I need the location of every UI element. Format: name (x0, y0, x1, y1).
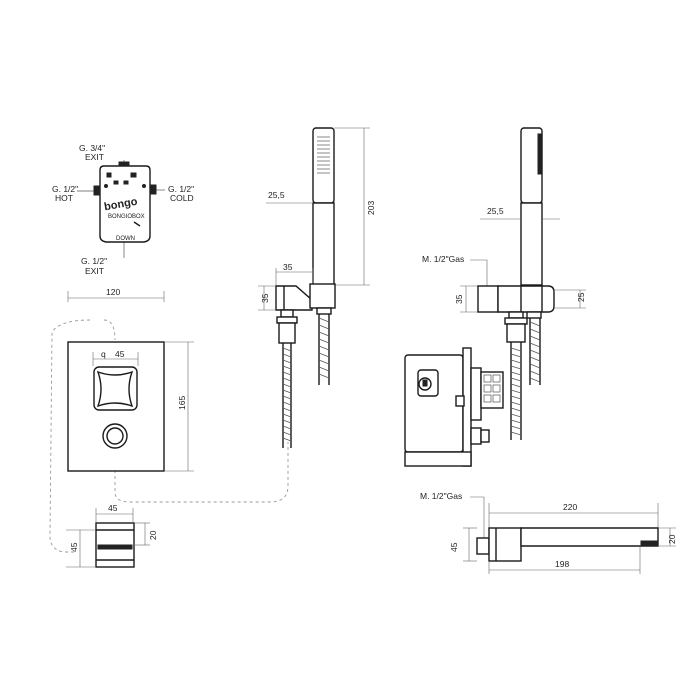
hand-shower-handle-1 (312, 202, 335, 286)
front-plate-view: 120 165 q 45 (67, 287, 194, 472)
wall-holder-1 (275, 285, 313, 311)
exit-top-label: EXIT (85, 152, 104, 162)
wall-holder-2 (477, 285, 499, 313)
cold-size: G. 1/2" (168, 184, 194, 194)
holder-height-dim-1: 35 (260, 293, 270, 303)
bongiobox-name: BONGIOBOX (108, 214, 145, 220)
knob-side-view: 45 20 45 (66, 503, 158, 568)
connection-route (49, 319, 289, 553)
hot-size: G. 1/2" (52, 184, 78, 194)
hose-4 (529, 318, 541, 385)
hot-label: HOT (55, 193, 73, 203)
bongiobox-port-cold (149, 184, 157, 195)
bongiobox-port-top (118, 161, 130, 167)
holder-height-dim-2: 35 (454, 294, 464, 304)
holder-depth-dim-2: 25 (576, 292, 586, 302)
hose-3 (510, 342, 522, 440)
spout-base (488, 527, 522, 562)
holder-connector-1 (309, 283, 336, 309)
hand-shower-head-1 (312, 127, 335, 204)
spout-view: M. 1/2"Gas 220 20 45 198 (420, 491, 677, 574)
exit-bottom-label: EXIT (85, 266, 104, 276)
exit-bottom-size: G. 1/2" (81, 256, 107, 266)
holder-width-dim: 35 (283, 262, 293, 272)
shower-width-dim-1: 25,5 (268, 190, 285, 200)
spout-body (520, 527, 659, 547)
bongiobox-body (99, 165, 151, 243)
hose-1 (282, 343, 292, 448)
knob-side-depth-dim: 20 (148, 530, 158, 540)
hand-shower-view-2: 25,5 M. 1/2"Gas 35 25 (422, 127, 586, 440)
knob-side-height-dim: 45 (69, 542, 79, 552)
spout-depth-dim: 20 (667, 534, 677, 544)
bongiobox-down-label: DOWN (116, 236, 135, 242)
bongiobox-diagram: bongo BONGIOBOX DOWN G. 3/4" EXIT G. 1/2… (52, 143, 194, 276)
bongiobox-port-hot (93, 185, 101, 196)
hand-shower-view-1: 203 25,5 35 35 (258, 127, 376, 448)
built-in-box-plate (462, 347, 472, 467)
built-in-box-view (404, 347, 504, 467)
spout-connector (476, 537, 490, 555)
knob-width-dim: 45 (115, 349, 125, 359)
plate-height-dim: 165 (177, 396, 187, 410)
spout-total-dim: 220 (563, 502, 577, 512)
knob-side-width-dim: 45 (108, 503, 118, 513)
knob-q-label: q (101, 349, 106, 359)
exit-top-size: G. 3/4" (79, 143, 105, 153)
shower-height-dim: 203 (366, 201, 376, 215)
hose-2 (318, 314, 330, 385)
spout-length-dim: 198 (555, 559, 569, 569)
hand-shower-handle-2 (520, 202, 543, 286)
mixer-knob (93, 366, 138, 411)
spout-height-dim: 45 (449, 542, 459, 552)
gas-label-2: M. 1/2"Gas (420, 491, 462, 501)
bongiobox-logo: bongo (103, 196, 138, 214)
shower-width-dim-2: 25,5 (487, 206, 504, 216)
gas-label-1: M. 1/2"Gas (422, 254, 464, 264)
plate-width-dim: 120 (106, 287, 120, 297)
cold-label: COLD (170, 193, 194, 203)
